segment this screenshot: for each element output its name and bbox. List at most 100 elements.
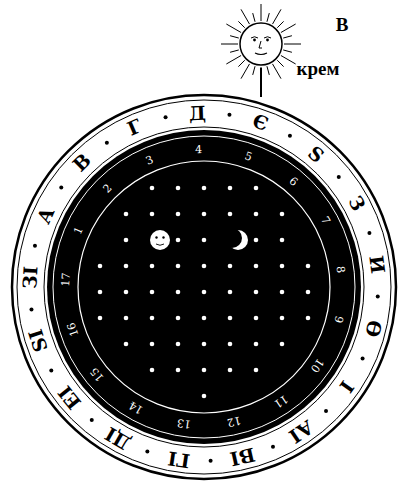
star-dot <box>280 342 285 347</box>
sun-ray <box>241 64 250 79</box>
sun-ray <box>226 56 241 65</box>
heading-fragment: В <box>336 15 349 34</box>
sun-face <box>240 23 282 65</box>
separator-dot <box>145 450 149 454</box>
star-dot <box>176 212 181 217</box>
separator-dot <box>105 141 109 145</box>
star-dot <box>124 290 129 295</box>
sun-ray <box>230 36 239 38</box>
sun-ray <box>267 13 269 22</box>
star-dot <box>98 316 103 321</box>
star-dot <box>228 186 233 191</box>
separator-dot <box>164 115 168 119</box>
separator-dot <box>29 308 33 312</box>
star-dot <box>150 264 155 269</box>
ring-letter: ЗІ <box>20 266 40 290</box>
calendar-wheel <box>12 95 396 479</box>
day-number: 13 <box>176 417 191 430</box>
sun-ray <box>238 21 244 27</box>
star-dot <box>280 316 285 321</box>
star-dot <box>202 238 207 243</box>
sun-ray <box>273 64 282 79</box>
sun-ray <box>221 44 238 45</box>
star-dot <box>150 368 155 373</box>
star-dot <box>228 212 233 217</box>
star-dot <box>124 342 129 347</box>
sun-ray <box>283 36 292 38</box>
star-dot <box>254 316 259 321</box>
star-dot <box>306 264 311 269</box>
separator-dot <box>271 445 275 449</box>
separator-dot <box>59 185 63 189</box>
star-dot <box>98 264 103 269</box>
sun-ray <box>226 24 241 33</box>
star-dot <box>98 290 103 295</box>
ring-letter: ВІ <box>228 445 257 469</box>
star-dot <box>202 316 207 321</box>
star-dot <box>254 264 259 269</box>
star-dot <box>124 212 129 217</box>
separator-dot <box>227 113 231 117</box>
sun-ray <box>253 66 255 75</box>
sun-rays <box>221 4 301 84</box>
separator-dot <box>367 231 371 235</box>
star-dot <box>150 290 155 295</box>
crescent-moon <box>222 228 248 250</box>
star-dots <box>98 186 311 399</box>
star-dot <box>202 394 207 399</box>
star-dot <box>202 186 207 191</box>
star-dot <box>254 342 259 347</box>
star-dot <box>254 368 259 373</box>
star-dot <box>150 186 155 191</box>
star-dot <box>202 212 207 217</box>
star-dot <box>176 342 181 347</box>
star-dot <box>280 264 285 269</box>
separator-dot <box>376 294 380 298</box>
day-number: 17 <box>60 272 72 287</box>
star-dot <box>228 316 233 321</box>
ring-letter: Д <box>189 103 207 123</box>
star-dot <box>228 290 233 295</box>
sun-ray <box>253 13 255 22</box>
day-number: 8 <box>335 265 347 273</box>
star-dot <box>124 316 129 321</box>
sun-ray <box>281 24 296 33</box>
sun-ray <box>281 56 296 65</box>
star-dot <box>176 186 181 191</box>
sun-ray <box>238 60 244 66</box>
sun-ray <box>230 50 239 52</box>
heading-fragment: крем <box>297 59 340 78</box>
star-dot <box>254 290 259 295</box>
separator-dot <box>288 134 292 138</box>
sun-ray <box>277 60 283 66</box>
day-number: 12 <box>226 415 242 429</box>
star-dot <box>306 316 311 321</box>
separator-dot <box>33 244 37 248</box>
star-dot <box>124 238 129 243</box>
separator-dot <box>361 357 365 361</box>
star-dot <box>228 342 233 347</box>
star-dot <box>254 238 259 243</box>
star-dot <box>228 264 233 269</box>
star-dot <box>176 368 181 373</box>
star-dot <box>254 186 259 191</box>
sun-ray <box>284 44 301 45</box>
separator-dot <box>337 175 341 179</box>
star-dot <box>176 264 181 269</box>
star-dot <box>306 290 311 295</box>
sun-ray <box>261 67 262 84</box>
star-dot <box>280 290 285 295</box>
sun-ray <box>267 66 269 75</box>
sun-ray <box>277 21 283 27</box>
star-dot <box>124 264 129 269</box>
star-dot <box>254 212 259 217</box>
sun-ray <box>273 9 282 24</box>
sun-pointer <box>260 68 262 97</box>
star-dot <box>150 316 155 321</box>
ring-separators <box>29 113 379 463</box>
full-moon <box>150 230 170 250</box>
star-dot <box>228 368 233 373</box>
star-dot <box>202 264 207 269</box>
day-number: 4 <box>195 143 202 154</box>
